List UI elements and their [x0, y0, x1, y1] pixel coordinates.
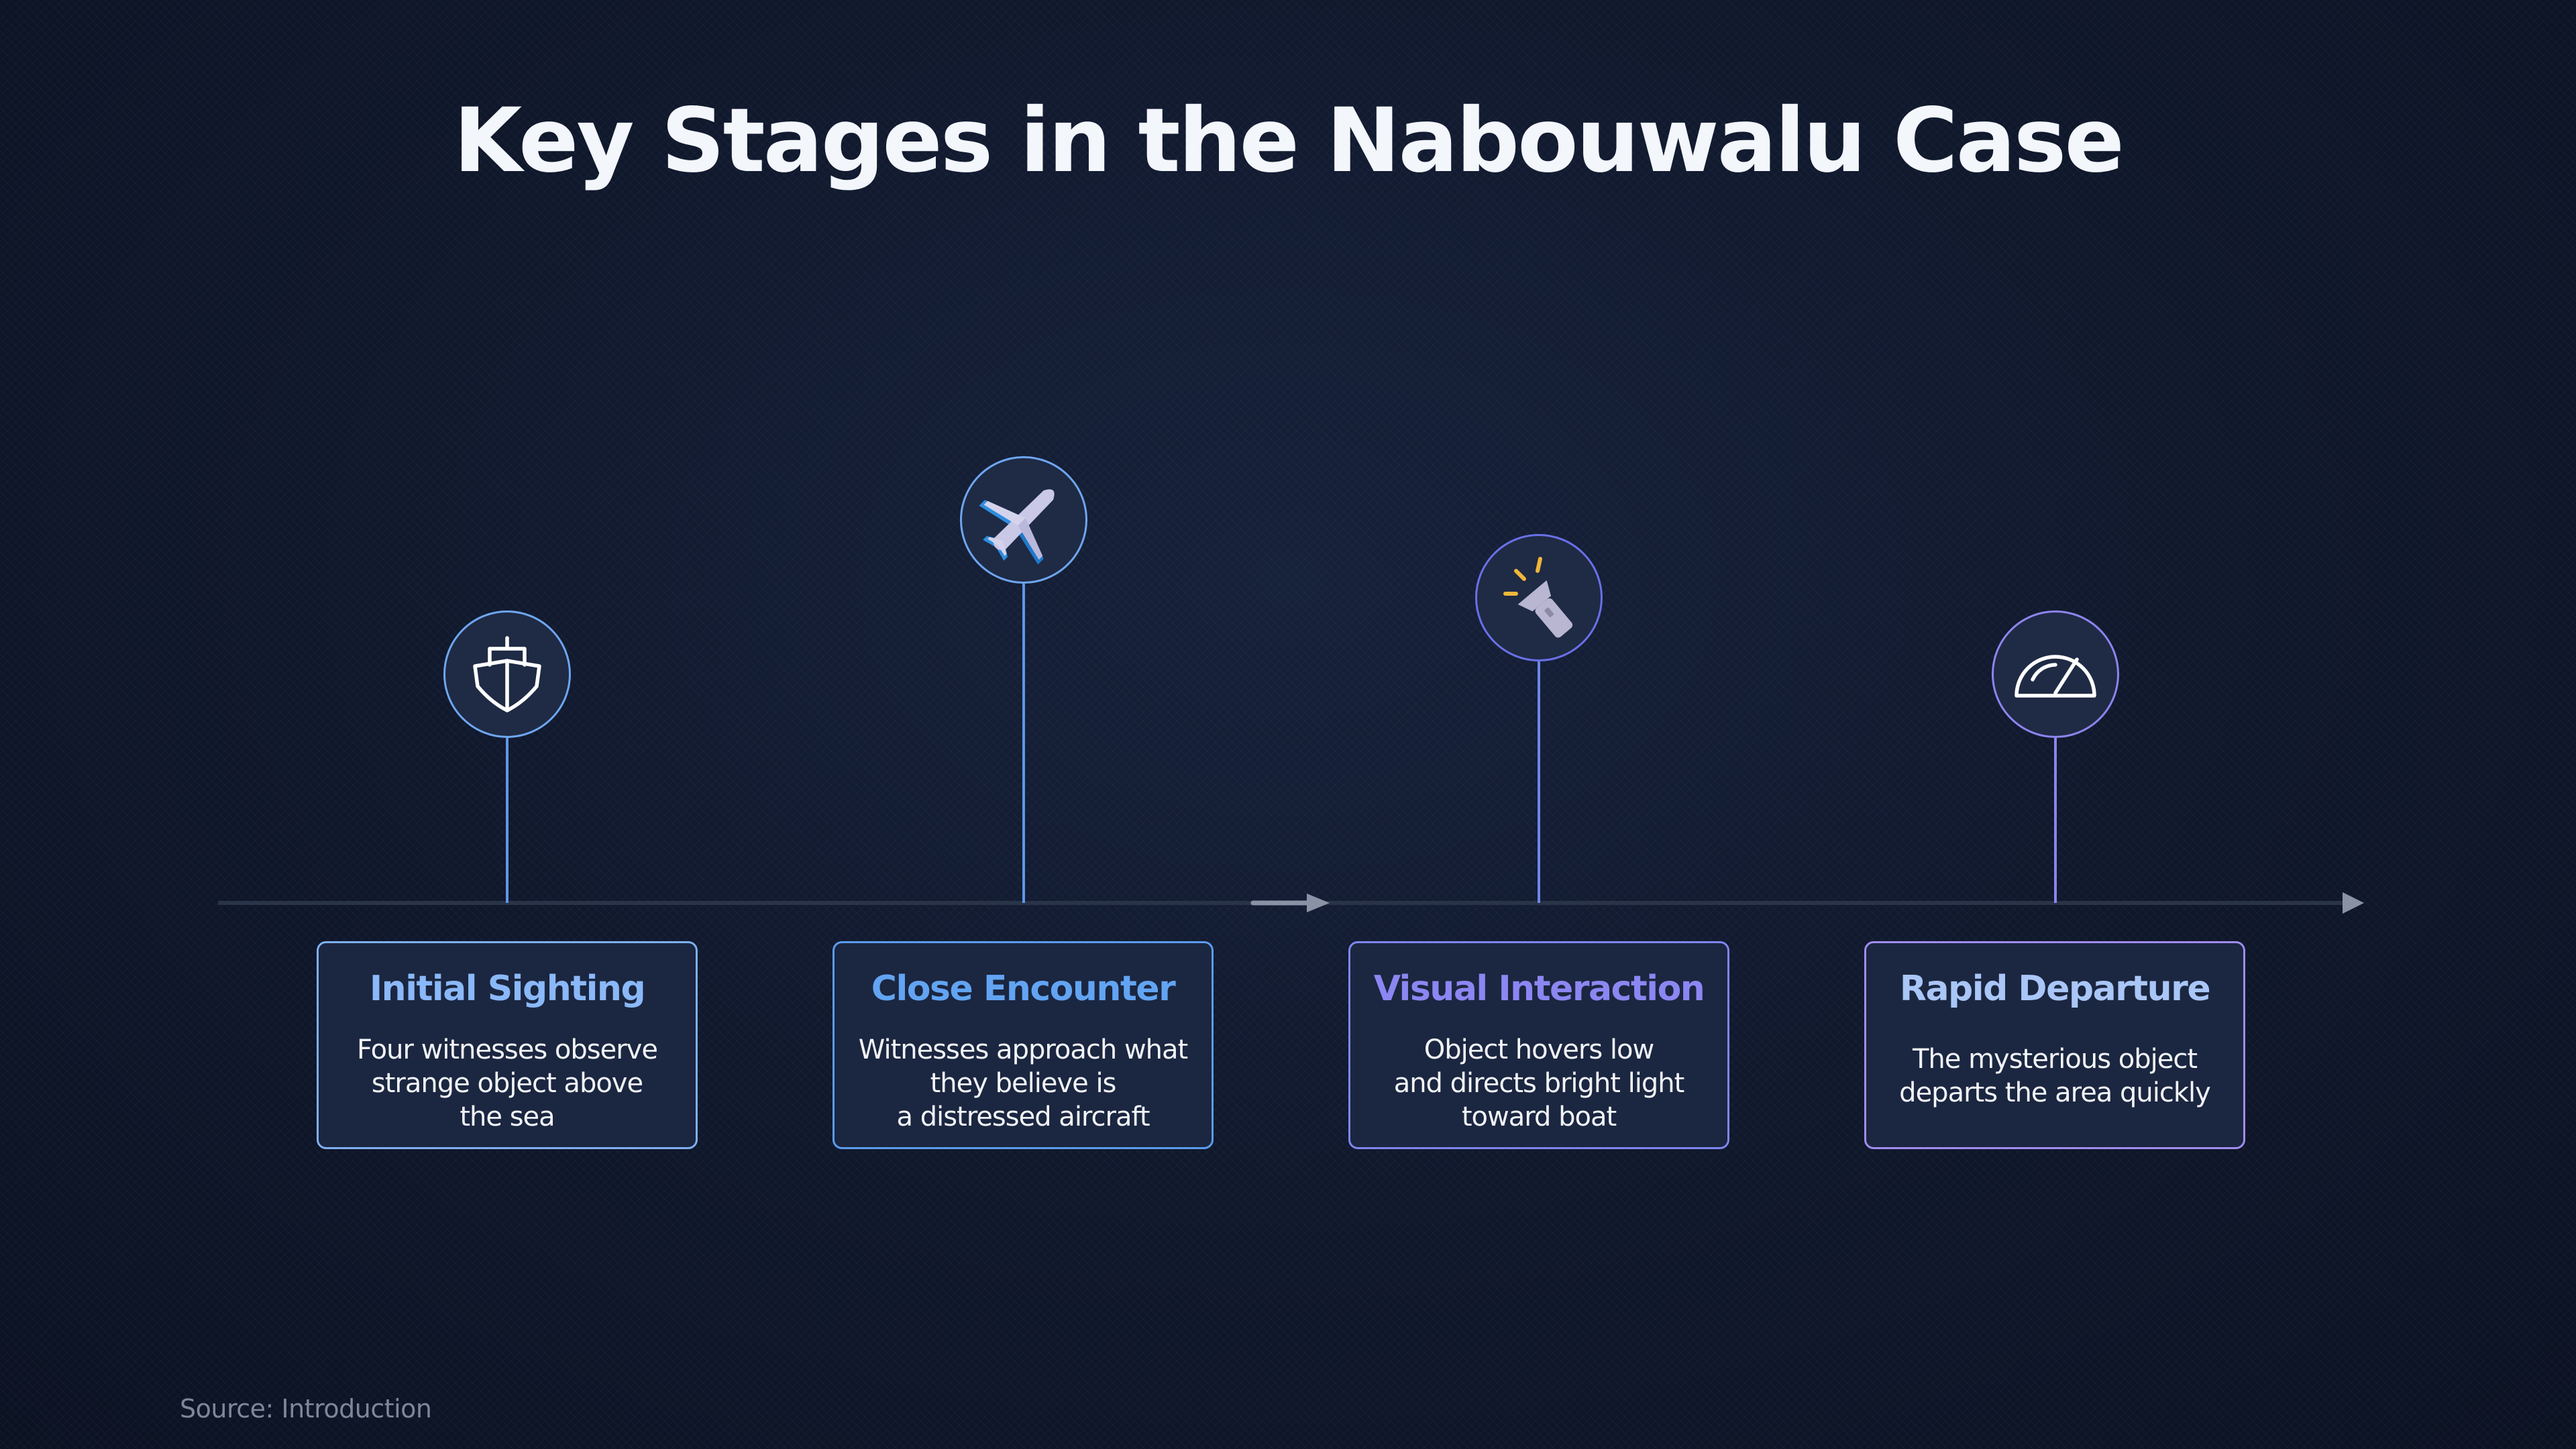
airplane-icon: [979, 489, 1055, 565]
stage-icon-circle: [960, 456, 1087, 584]
boat-icon: [473, 636, 541, 712]
speedometer-icon: [2015, 655, 2096, 698]
page-title: Key Stages in the Nabouwalu Case: [453, 89, 2125, 193]
stage-title: Rapid Departure: [1899, 969, 2211, 1009]
timeline-end-arrow-icon: [2343, 892, 2364, 914]
stage-description: Witnesses approach what they believe is …: [858, 1034, 1188, 1132]
stage-card-close-encounter: Close Encounter Witnesses approach what …: [833, 941, 1214, 1149]
stage-card-visual-interaction: Visual Interaction Object hovers low and…: [1348, 941, 1729, 1149]
timeline-mid-arrow-icon: [1307, 894, 1330, 912]
stage-icon-circle: [1475, 534, 1603, 661]
stage-description: The mysterious object departs the area q…: [1899, 1044, 2211, 1108]
source-note: Source: Introduction: [180, 1394, 432, 1424]
stage-icon-circle: [1992, 610, 2119, 738]
stage-title: Initial Sighting: [369, 969, 646, 1009]
stage-title: Close Encounter: [871, 969, 1176, 1009]
stage-card-rapid-departure: Rapid Departure The mysterious object de…: [1864, 941, 2245, 1149]
stage-description: Object hovers low and directs bright lig…: [1393, 1034, 1685, 1132]
stage-title: Visual Interaction: [1373, 969, 1705, 1009]
stage-icon-circle: [443, 610, 571, 738]
flashlight-icon: [1503, 557, 1573, 638]
stage-description: Four witnesses observe strange object ab…: [357, 1034, 658, 1132]
stage-card-initial-sighting: Initial Sighting Four witnesses observe …: [317, 941, 698, 1149]
